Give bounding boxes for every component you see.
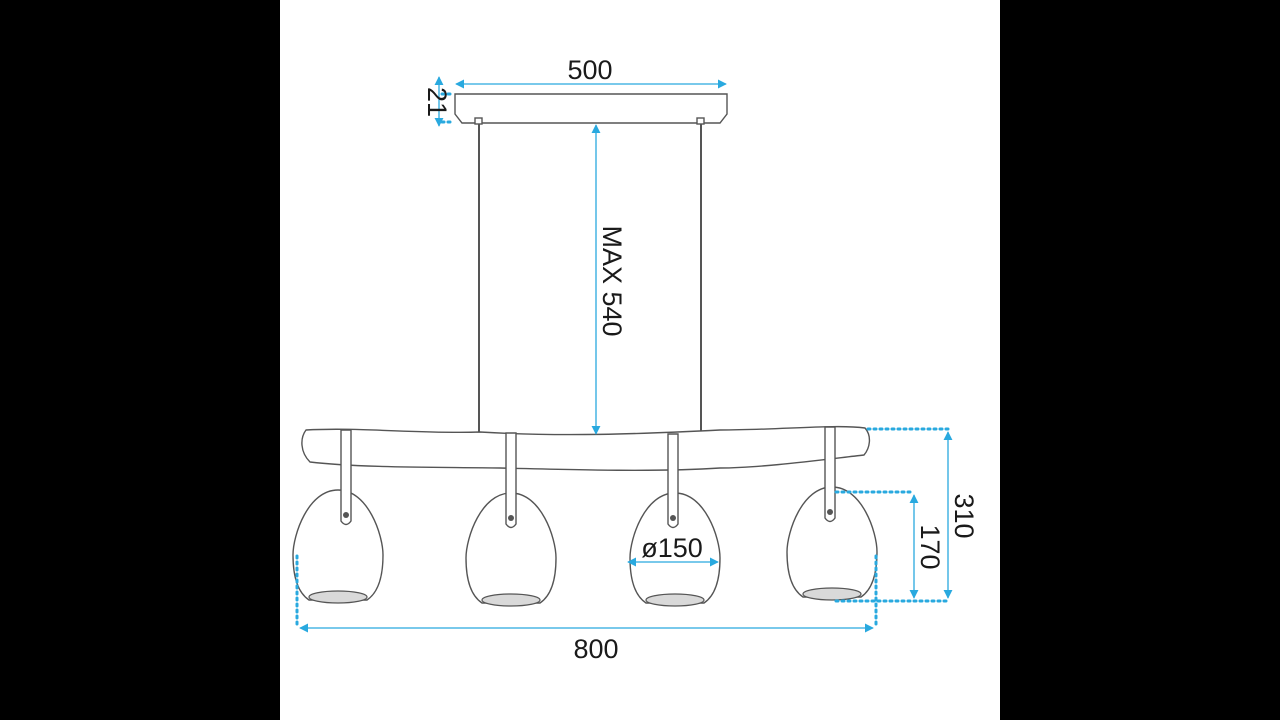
leather-strap-2 [505,432,517,529]
dim-label-canopy-width: 500 [567,55,612,85]
strap-rivet-3 [670,515,676,521]
wooden-beam [301,425,871,472]
lamp-shades-group [292,426,878,607]
dim-label-canopy-height: 21 [422,87,452,117]
lamp-shade-rim-1 [308,590,368,604]
strap-rivet-4 [827,509,833,515]
leather-strap-3 [667,433,679,529]
dim-label-total-height: 310 [949,493,979,538]
strap-rivet-1 [343,512,349,518]
lamp-shade-rim-2 [481,593,541,607]
dim-label-max-drop: MAX 540 [597,225,627,336]
drawing-canvas: 500 21 MAX 540 310 170 ø150 800 [280,0,1000,720]
lamp-shade-1 [292,489,384,601]
leather-strap-4 [824,426,836,523]
ceiling-canopy [454,93,728,124]
strap-rivet-2 [508,515,514,521]
leather-strap-1 [340,429,352,526]
lamp-shade-rim-4 [802,587,862,601]
lamp-shade-rim-3 [645,593,705,607]
lamp-technical-drawing: 500 21 MAX 540 310 170 ø150 800 [292,55,979,664]
dim-label-total-width: 800 [573,634,618,664]
cable-clamp-right [696,117,705,125]
cable-clamp-left [474,117,483,125]
dim-label-shade-diameter: ø150 [641,533,703,563]
dim-label-shade-height: 170 [915,524,945,569]
